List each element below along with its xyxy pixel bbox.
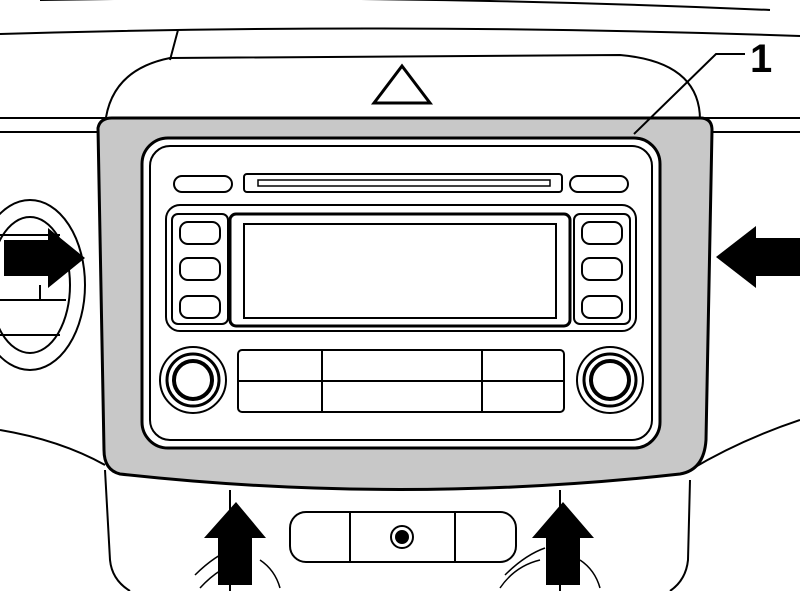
lower-vent-lines	[194, 547, 601, 589]
arrow-left-icon	[4, 228, 85, 288]
callout-label-1: 1	[750, 37, 772, 81]
cd-slot[interactable]	[243, 173, 563, 193]
left-preset-buttons	[171, 213, 229, 325]
volume-knob[interactable]	[159, 346, 227, 414]
arrow-up-icon-bottom-right	[532, 502, 594, 585]
preset-button-3[interactable]	[179, 295, 221, 319]
arrow-right-icon	[716, 226, 800, 288]
left-air-vent	[0, 199, 86, 371]
radio-head-unit	[140, 136, 662, 450]
lower-switch-panel	[289, 511, 517, 563]
preset-button-2[interactable]	[179, 257, 221, 281]
top-left-button[interactable]	[173, 175, 233, 193]
tuning-knob[interactable]	[576, 346, 644, 414]
hazard-warning-icon	[370, 63, 434, 105]
right-preset-buttons	[573, 213, 631, 325]
preset-button-6[interactable]	[581, 295, 623, 319]
preset-button-4[interactable]	[581, 221, 623, 245]
preset-button-1[interactable]	[179, 221, 221, 245]
arrow-up-icon-bottom-left	[204, 502, 266, 585]
preset-button-5[interactable]	[581, 257, 623, 281]
callout-leader-line	[633, 53, 745, 135]
function-button-grid	[237, 349, 565, 413]
display-screen	[228, 212, 572, 328]
top-right-button[interactable]	[569, 175, 629, 193]
